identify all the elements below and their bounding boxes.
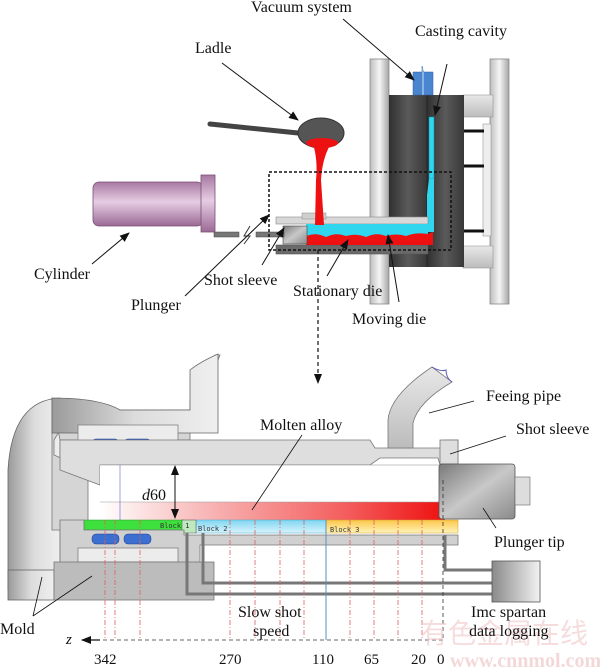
label-cylinder: Cylinder [34, 266, 91, 283]
arrow-casting-cavity [433, 63, 448, 116]
arrow-plunger [184, 214, 270, 297]
molten-stream [313, 144, 330, 225]
leader-molten-alloy [251, 434, 303, 511]
watermark-cn: 有色金属在线 [420, 618, 588, 650]
arrow-moving-die [385, 234, 400, 303]
arrow-vacuum-system [342, 18, 415, 81]
frame-bar-left [369, 58, 390, 305]
break-symbol [243, 225, 251, 245]
frame-plate [482, 123, 492, 237]
leader-mold [32, 576, 43, 617]
frame-cross-top [462, 94, 494, 118]
block-label-1: Block 1 [160, 522, 190, 530]
cylinder-body [92, 181, 204, 227]
plunger-rod-detail [514, 476, 531, 506]
pour-hole [301, 212, 327, 220]
label-molten-alloy: Molten alloy [260, 417, 342, 434]
leader-plunger-tip [482, 507, 497, 529]
label-shot-sleeve: Shot sleeve [204, 272, 277, 289]
label-moving-die: Moving die [352, 311, 426, 328]
arrow-cylinder [91, 232, 130, 265]
diameter-symbol: d [142, 487, 151, 504]
axis-tick-label: 20 [411, 652, 426, 668]
label-feeding-pipe: Feeing pipe [486, 388, 561, 405]
molten-metal-sleeve [306, 232, 433, 245]
sensor-cable [201, 533, 492, 585]
sensor-cable [185, 533, 492, 596]
watermark-url: www.cnnmol.com [450, 650, 600, 671]
arrow-stationary-die [326, 239, 349, 277]
label-vacuum-system: Vacuum system [251, 0, 352, 16]
label-shot-sleeve-detail: Shot sleeve [516, 421, 589, 438]
sensor-cable [443, 535, 492, 572]
insert-plate [77, 424, 179, 442]
label-slow-shot-2: speed [253, 623, 289, 640]
label-plunger-tip: Plunger tip [494, 534, 565, 551]
arrow-shot-sleeve [261, 227, 285, 266]
diameter-value: 60 [150, 487, 166, 504]
label-slow-shot-1: Slow shot [238, 604, 302, 621]
axis-tick-label: 110 [312, 652, 334, 668]
label-diameter: d60 [142, 487, 166, 504]
data-logger [491, 560, 541, 603]
mold-foot [7, 569, 55, 601]
plunger-head [282, 225, 308, 245]
casting-cavity [428, 116, 435, 180]
leader-shot-sleeve [449, 435, 507, 455]
feeding-pipe [387, 366, 453, 449]
label-logger-1: Imc spartan [471, 604, 546, 621]
frame-cross-bottom [462, 245, 494, 269]
molten-alloy [100, 502, 445, 520]
cavity-runner [427, 179, 434, 232]
axis-tick-label: 270 [219, 652, 242, 668]
cylinder-flange [200, 174, 216, 233]
die-top-wing [51, 353, 219, 434]
axis-label-z: z [65, 632, 72, 648]
block-label-3: Block 3 [330, 526, 360, 534]
axis-tick-label: 0 [437, 652, 445, 668]
ladle-handle [207, 121, 301, 136]
label-stationary-die: Stationary die [293, 283, 382, 300]
cylinder-rod [213, 231, 240, 238]
arrow-ladle [221, 62, 299, 121]
label-mold: Mold [0, 621, 35, 638]
label-plunger: Plunger [131, 297, 181, 314]
cooling-channel [123, 533, 152, 545]
leader-mold [32, 575, 93, 617]
top-diagram: Vacuum system Casting cavity Ladle Cylin… [34, 0, 510, 384]
leader-feeding-pipe [428, 400, 475, 414]
label-casting-cavity: Casting cavity [415, 23, 507, 40]
lower-insert-plate [77, 547, 179, 563]
label-ladle: Ladle [195, 40, 231, 57]
detail-region-box [268, 171, 452, 251]
shot-sleeve-top [275, 216, 429, 225]
detail-diagram: Block 1 Block 2 Block 3 [0, 353, 600, 671]
pipe-cut-edge [431, 366, 453, 383]
cooling-channel [91, 533, 120, 545]
label-logger-2: data logging [469, 623, 549, 640]
sensor-position-lines [104, 520, 423, 640]
block-gap-insert [181, 519, 197, 534]
axis-tick-label: 65 [364, 652, 379, 668]
block-label-2: Block 2 [198, 525, 228, 533]
axis-tick-label: 342 [94, 652, 117, 668]
plunger-tip [438, 463, 516, 520]
